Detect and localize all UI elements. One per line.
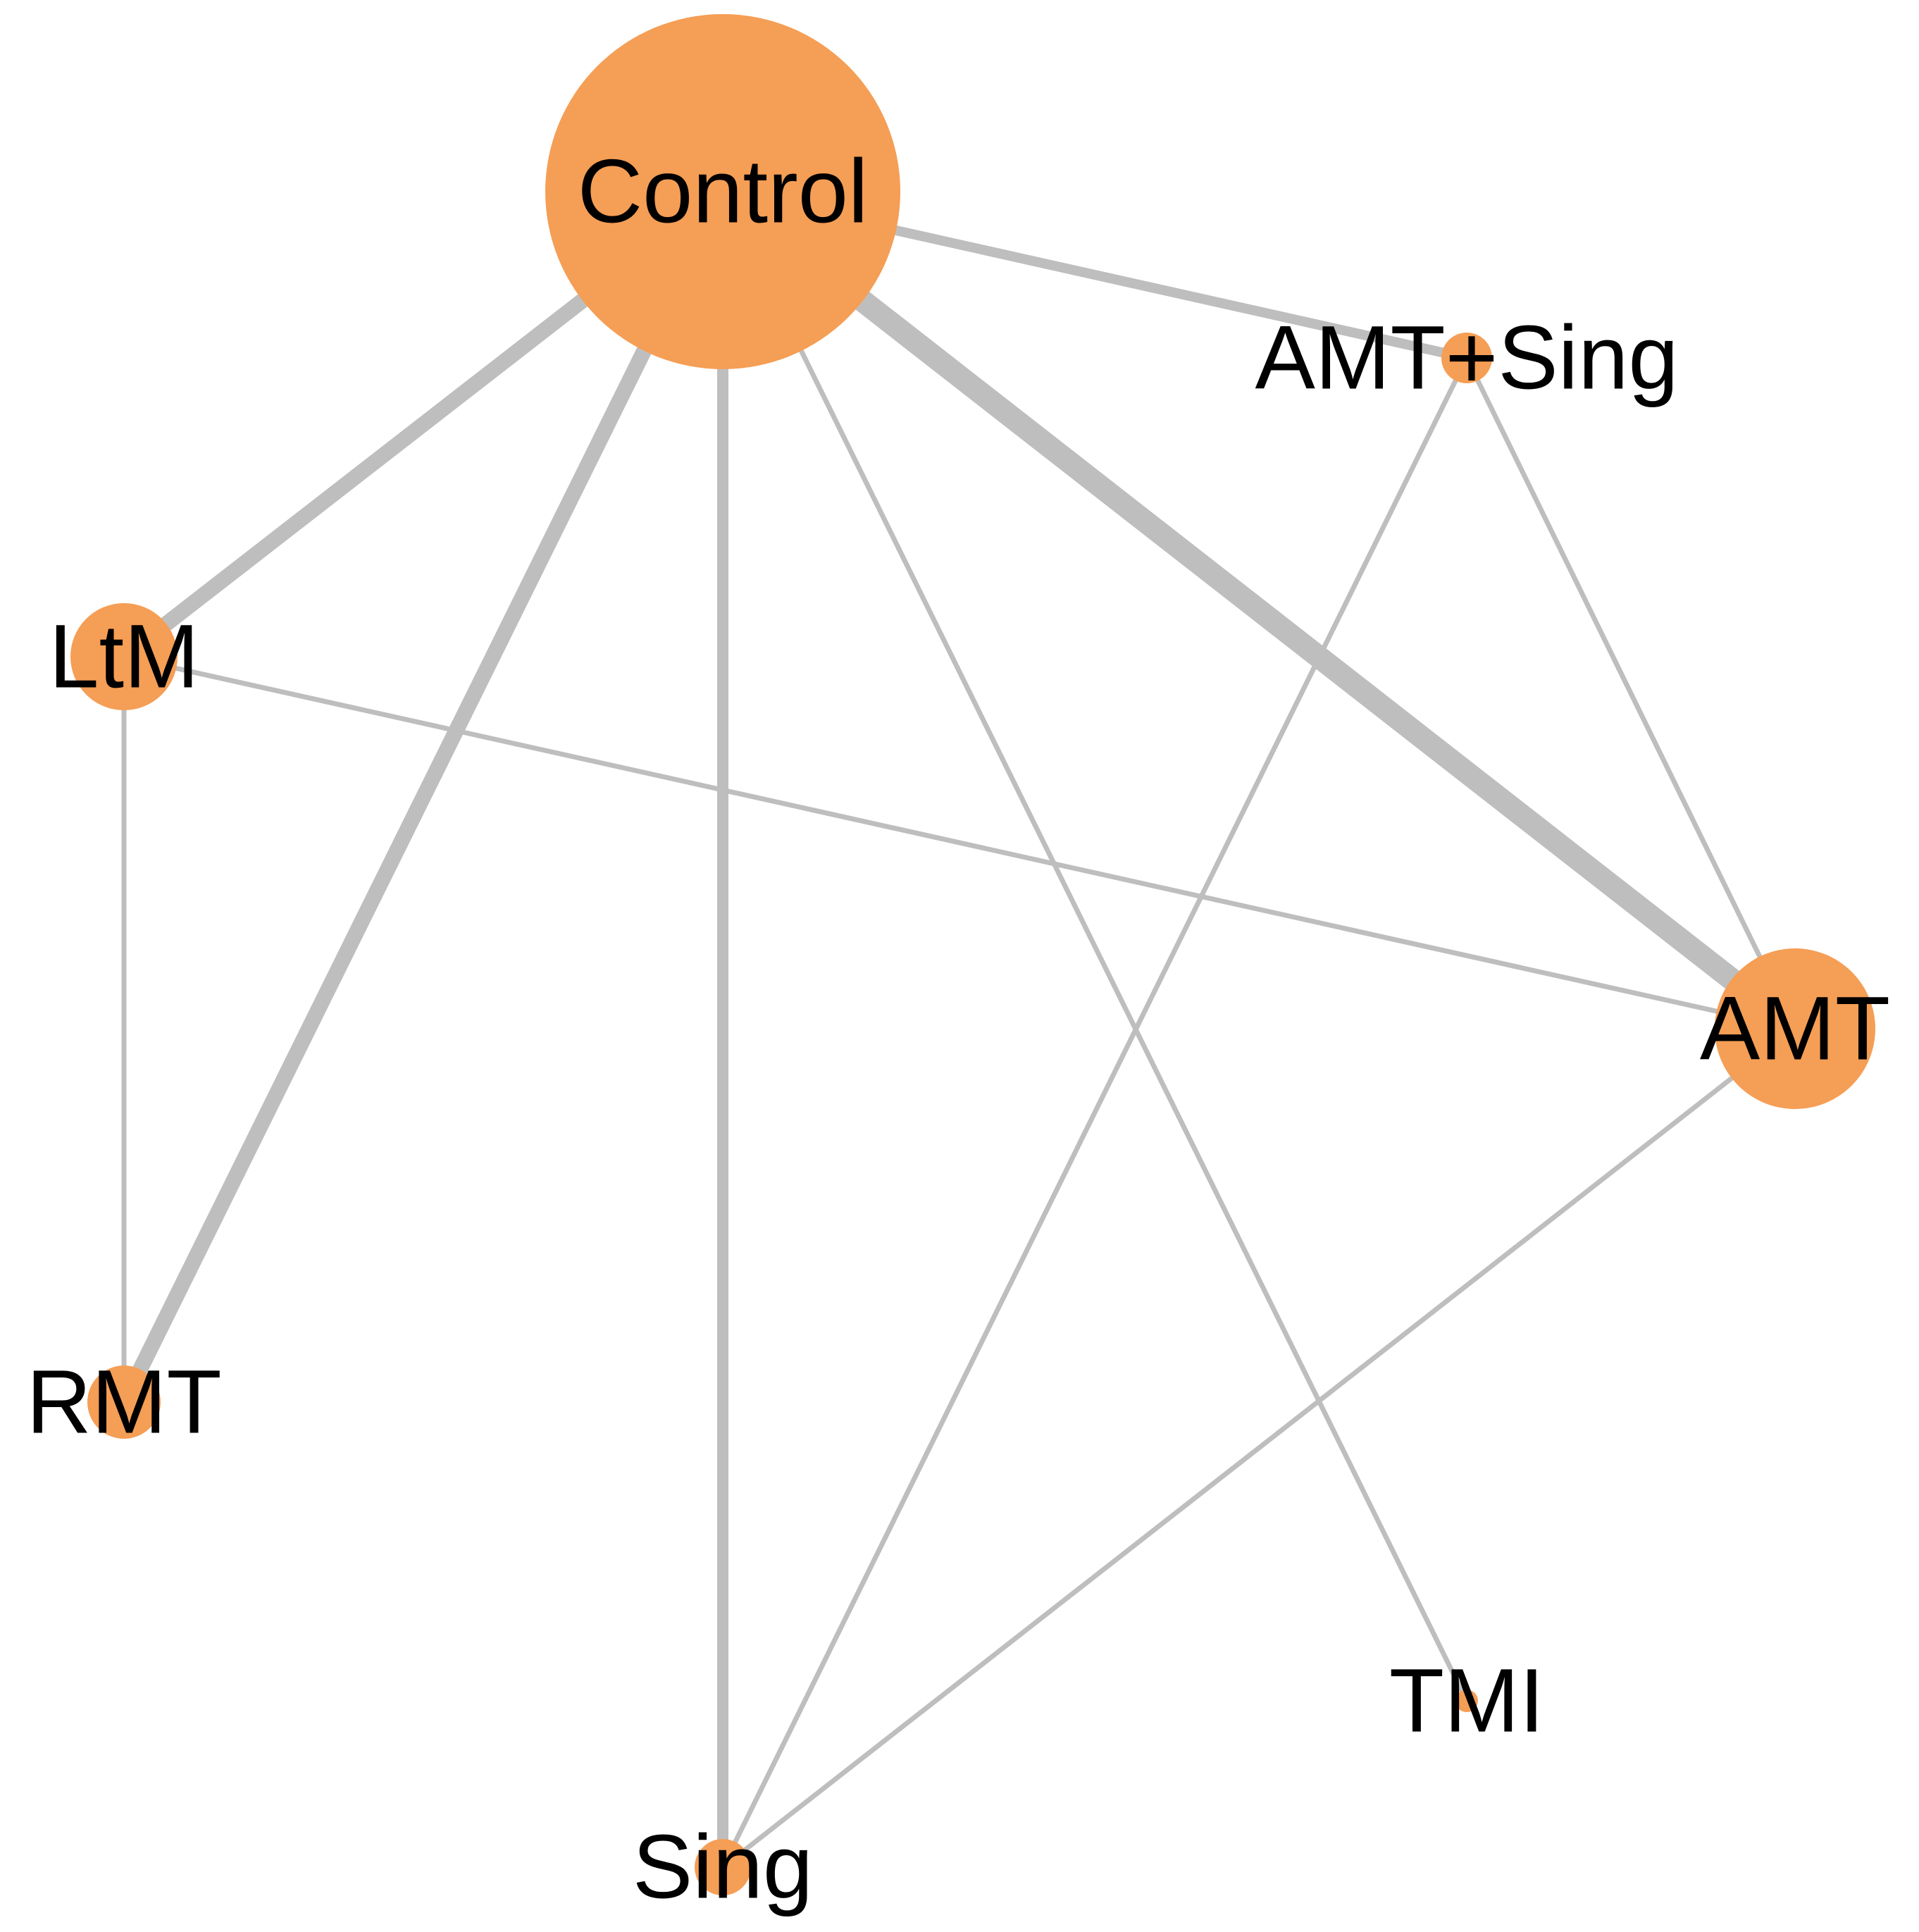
node-label-ltm: LtM	[49, 607, 199, 707]
node-layer	[70, 14, 1875, 1895]
edge-layer	[117, 182, 1802, 1869]
edge-control-rmt	[117, 188, 730, 1406]
node-sing	[695, 1839, 751, 1895]
node-label-control: Control	[578, 142, 869, 242]
node-rmt	[87, 1366, 161, 1439]
edge-control-amt	[716, 182, 1802, 1038]
edge-ltm-amt	[123, 654, 1796, 1032]
edge-control-tmi	[720, 190, 1470, 1702]
node-control	[545, 14, 900, 369]
node-amt_sing	[1441, 333, 1492, 383]
edge-amt-sing	[721, 1027, 1797, 1869]
edge-amt_sing-amt	[1464, 357, 1798, 1030]
node-label-amt: AMT	[1700, 979, 1890, 1079]
edge-amt_sing-sing	[720, 357, 1470, 1869]
node-ltm	[70, 603, 178, 710]
node-label-tmi: TMI	[1389, 1651, 1544, 1752]
node-amt	[1715, 948, 1875, 1109]
node-label-amt_sing: AMT+Sing	[1255, 308, 1678, 409]
node-label-sing: Sing	[633, 1817, 813, 1918]
node-label-rmt: RMT	[26, 1352, 221, 1453]
node-tmi	[1455, 1690, 1478, 1712]
